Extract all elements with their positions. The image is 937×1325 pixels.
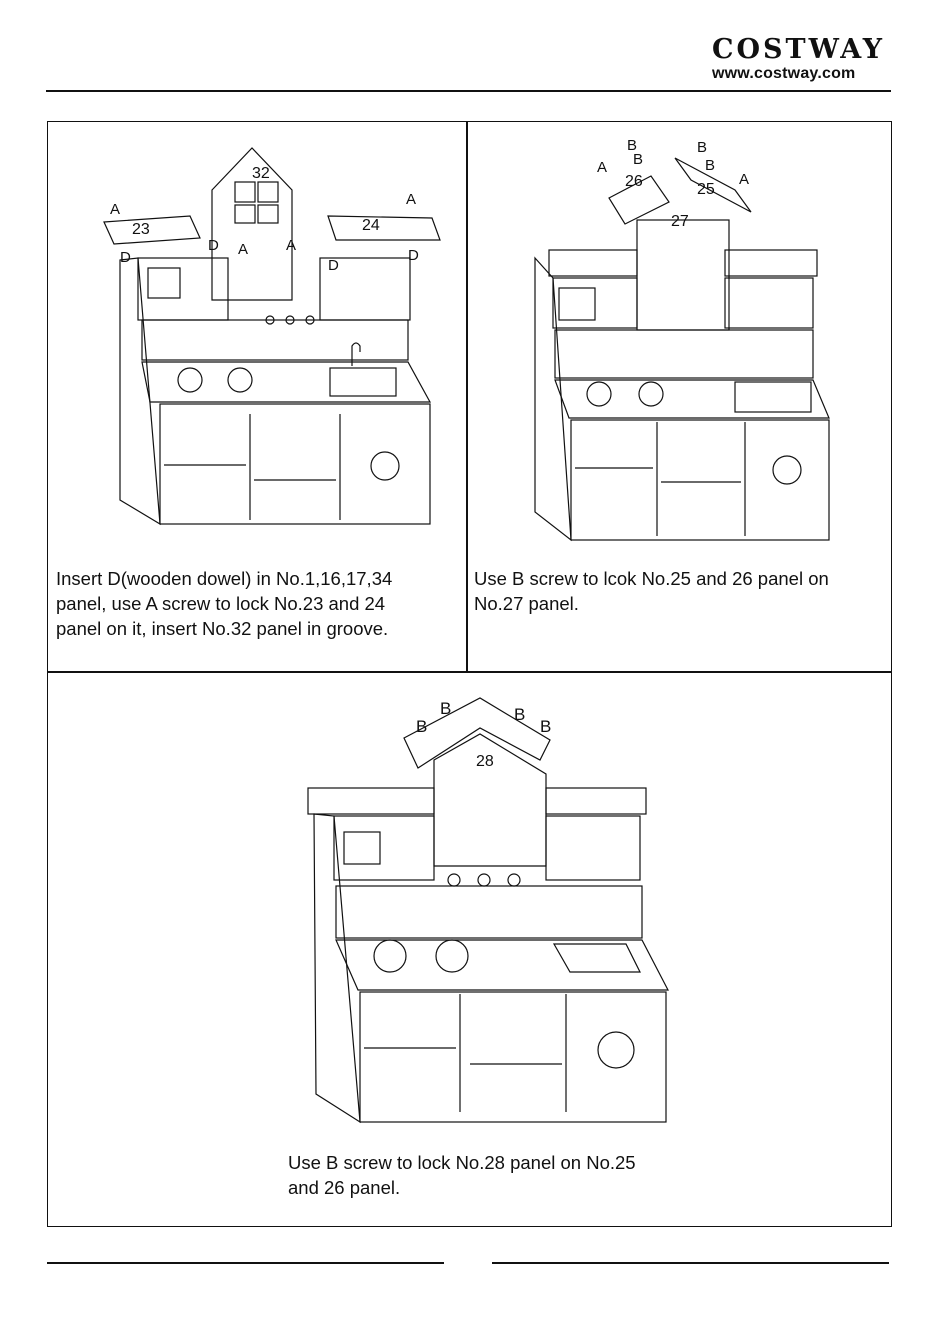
step3-caption-line: and 26 panel.	[288, 1177, 401, 1198]
step1-kitchen-outline	[103, 147, 441, 526]
header-rule	[46, 90, 891, 92]
brand-logo: COSTWAY	[712, 34, 886, 65]
brand-url: www.costway.com	[712, 65, 856, 82]
step1-label-a-3: A	[238, 241, 248, 258]
step2-label-b-2: B	[633, 151, 643, 168]
step3-label-b-4: B	[540, 717, 551, 736]
step1-caption: Insert D(wooden dowel) in No.1,16,17,34 …	[56, 566, 461, 641]
step3-kitchen-outline	[307, 697, 669, 1124]
step3-caption: Use B screw to lock No.28 panel on No.25…	[288, 1150, 718, 1200]
step3-label-28: 28	[476, 753, 494, 770]
step2-label-25: 25	[697, 181, 715, 198]
instruction-frame	[47, 121, 892, 1227]
step1-caption-line: panel on it, insert No.32 panel in groov…	[56, 618, 389, 639]
step2-caption: Use B screw to lcok No.25 and 26 panel o…	[474, 566, 886, 616]
step1-label-a-2: A	[406, 191, 416, 208]
step1-label-d-2: D	[208, 237, 219, 254]
step2-label-b-1: B	[627, 137, 637, 154]
step2-label-b-3: B	[697, 139, 707, 156]
step1-label-23: 23	[132, 221, 150, 238]
step1-caption-line: panel, use A screw to lock No.23 and 24	[56, 593, 386, 614]
step1-label-24: 24	[362, 217, 380, 234]
step1-label-a-4: A	[286, 237, 296, 254]
step3-label-b-3: B	[514, 705, 525, 724]
step1-label-32: 32	[252, 165, 270, 182]
step3-caption-line: Use B screw to lock No.28 panel on No.25	[288, 1152, 636, 1173]
footer-rule-left	[47, 1262, 444, 1264]
step2-label-27: 27	[671, 213, 689, 230]
frame-divider-vertical	[466, 121, 468, 672]
step3-label-b-2: B	[440, 699, 451, 718]
step3-illustration: 28 B B B B	[307, 697, 669, 1124]
step1-label-a-1: A	[110, 201, 120, 218]
step2-illustration: 26 25 27 B B B B A A	[534, 137, 830, 542]
step2-label-a-1: A	[597, 159, 607, 176]
step2-caption-line: No.27 panel.	[474, 593, 579, 614]
footer-rule-right	[492, 1262, 889, 1264]
step3-label-b-1: B	[416, 717, 427, 736]
step2-kitchen-outline	[534, 157, 830, 542]
step1-caption-line: Insert D(wooden dowel) in No.1,16,17,34	[56, 568, 393, 589]
step1-label-d-1: D	[120, 249, 131, 266]
step1-label-d-4: D	[408, 247, 419, 264]
step1-illustration: 23 24 32 A A A A D D D D	[103, 147, 441, 526]
frame-divider-horizontal	[47, 671, 892, 673]
step2-label-b-4: B	[705, 157, 715, 174]
step2-label-a-2: A	[739, 171, 749, 188]
step1-label-d-3: D	[328, 257, 339, 274]
step2-caption-line: Use B screw to lcok No.25 and 26 panel o…	[474, 568, 829, 589]
step2-label-26: 26	[625, 173, 643, 190]
